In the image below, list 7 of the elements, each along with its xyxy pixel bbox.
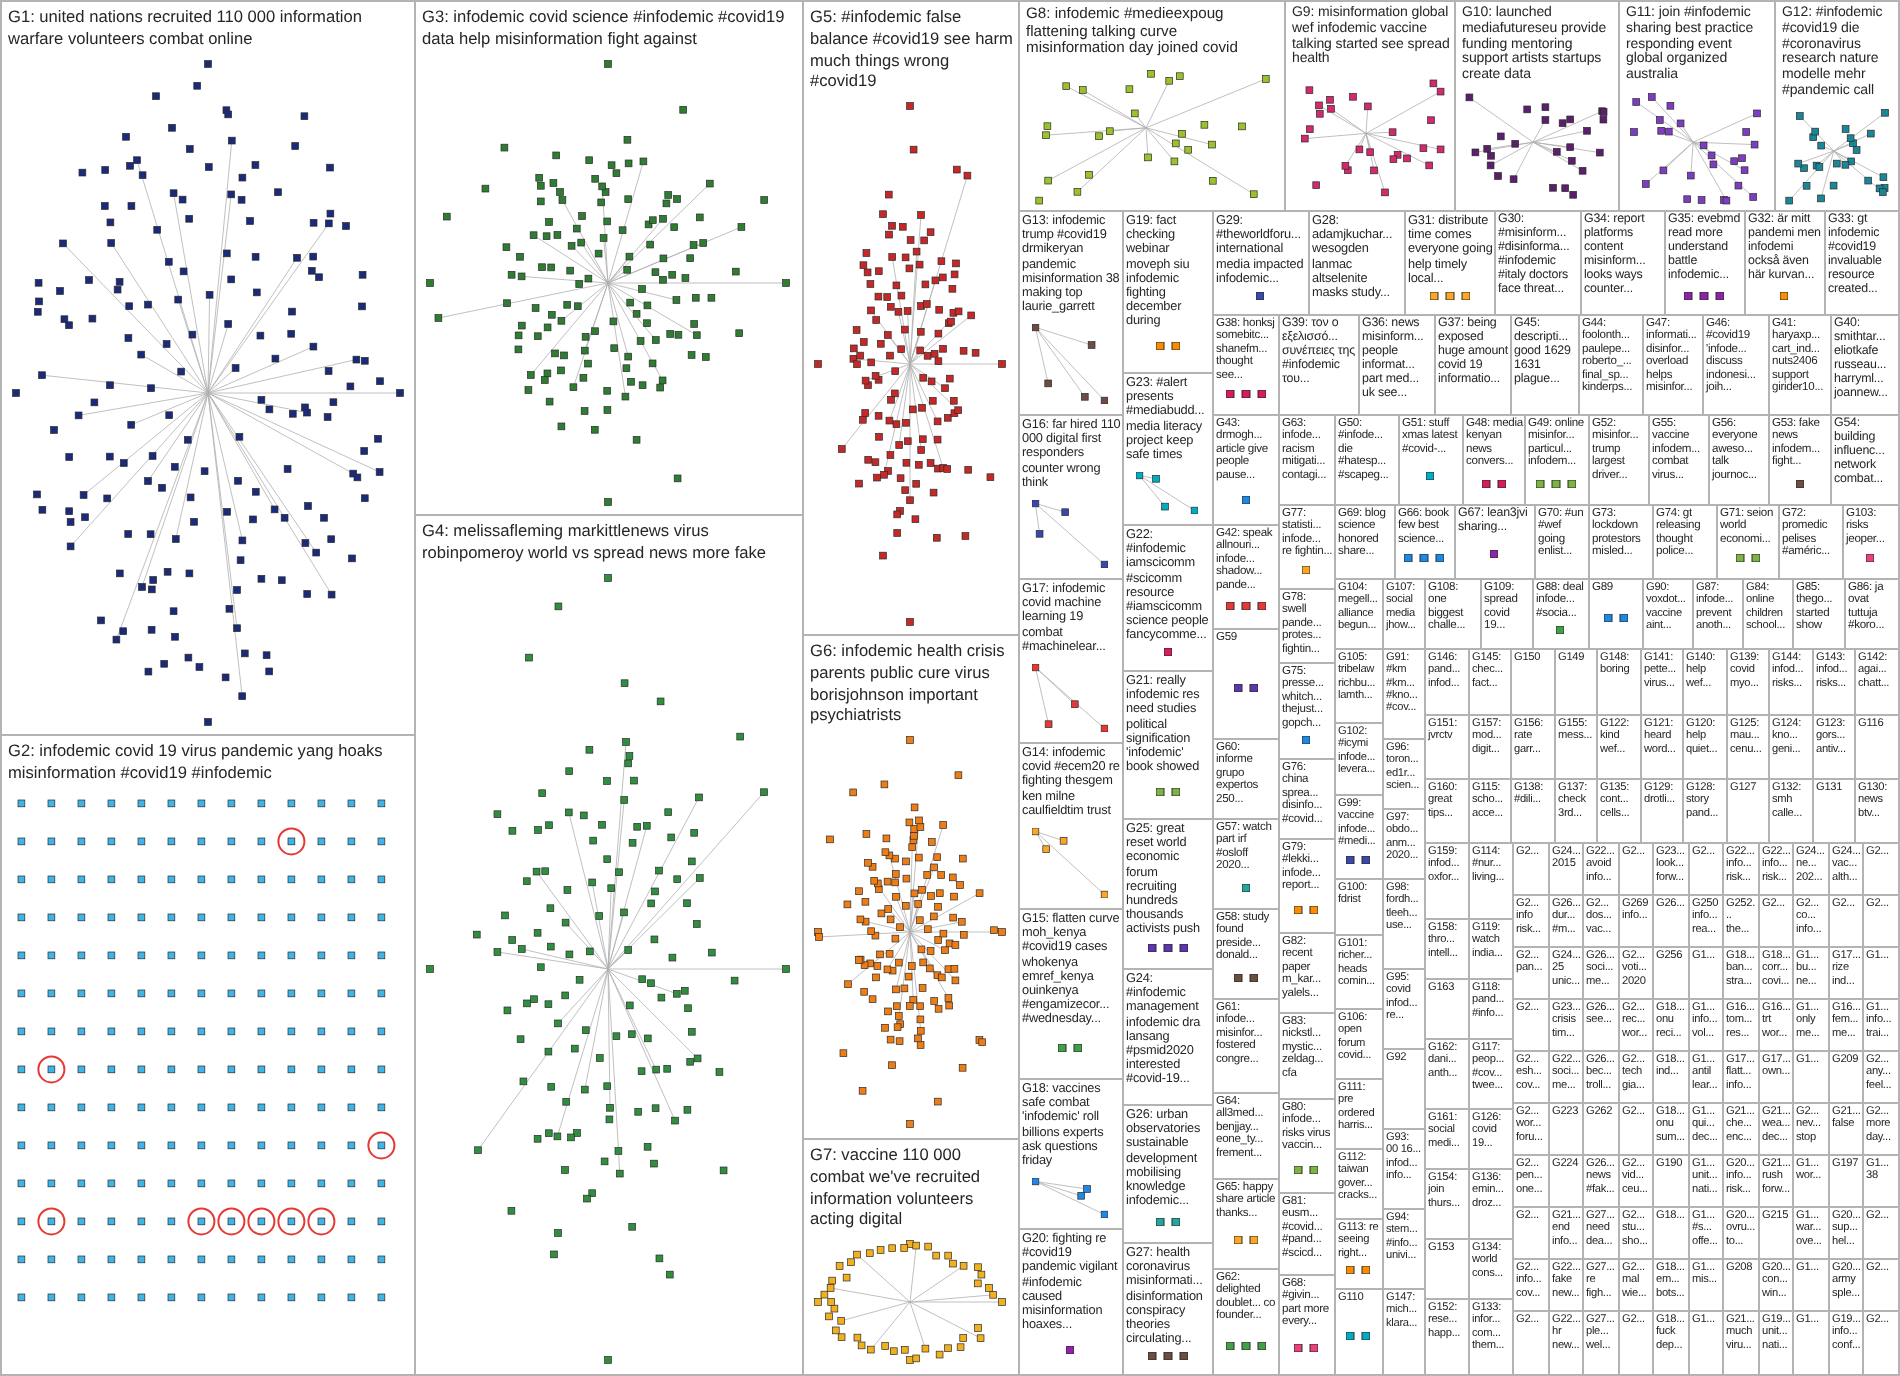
cluster-label: G7: vaccine 110 000 combat we've recruited information volunteers acting digital (808, 1142, 983, 1231)
cluster-label: G1: united nations recruited 110 000 information warfare volunteers combat online (6, 4, 364, 50)
cluster-label: G6: infodemic health crisis parents public cure virus borisjohnson important psychiatrists (808, 638, 1007, 727)
cluster-label: G2: infodemic covid 19 virus pandemic yang hoaks misinformation #covid19 #infodemic (6, 738, 385, 784)
cluster-label: G4: melissafleming markittlenews virus robinpomeroy world vs spread news more fake (420, 518, 769, 564)
cluster-label: G3: infodemic covid science #infodemic #covid19 data help misinformation fight against (420, 4, 787, 50)
cluster-label: G5: #infodemic false balance #covid19 see harm much things wrong #covid19 (808, 4, 1015, 93)
